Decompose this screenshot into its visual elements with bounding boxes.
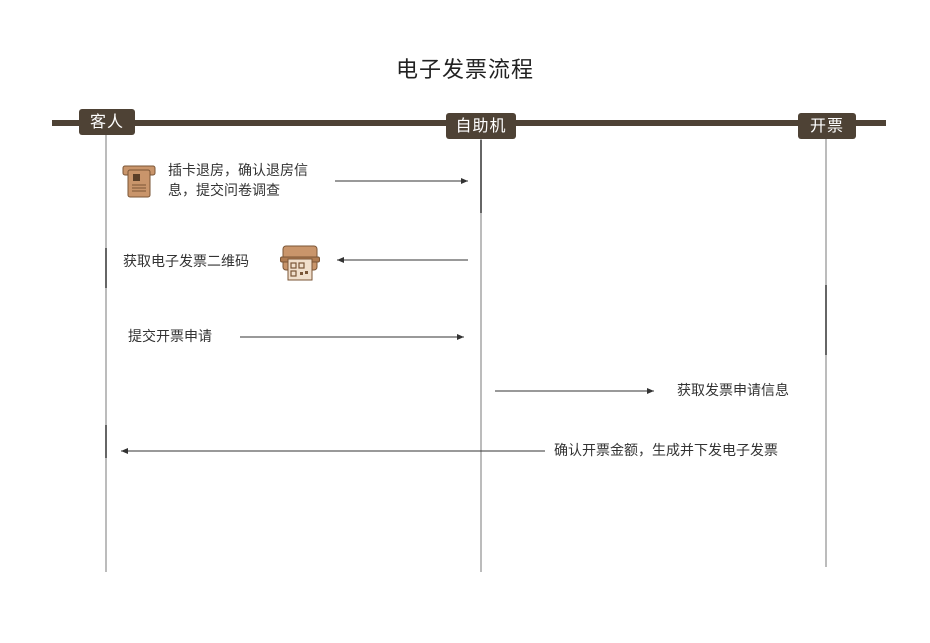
message-label-m2: 获取电子发票二维码: [123, 254, 249, 270]
lane-kiosk-header: 自助机: [446, 113, 516, 139]
diagram-title: 电子发票流程: [395, 58, 534, 83]
lane-guest-header: 客人: [79, 109, 135, 135]
card-insert-icon: [122, 165, 156, 198]
message-label-m3: 提交开票申请: [128, 329, 212, 345]
message-label-m4: 获取发票申请信息: [677, 383, 789, 399]
message-label-m1: 插卡退房，确认退房信息，提交问卷调查: [168, 163, 308, 199]
lane-invoice-header: 开票: [798, 113, 856, 139]
message-label-m5: 确认开票金额，生成并下发电子发票: [554, 443, 778, 459]
qr-receipt-printer-icon: [280, 245, 320, 281]
